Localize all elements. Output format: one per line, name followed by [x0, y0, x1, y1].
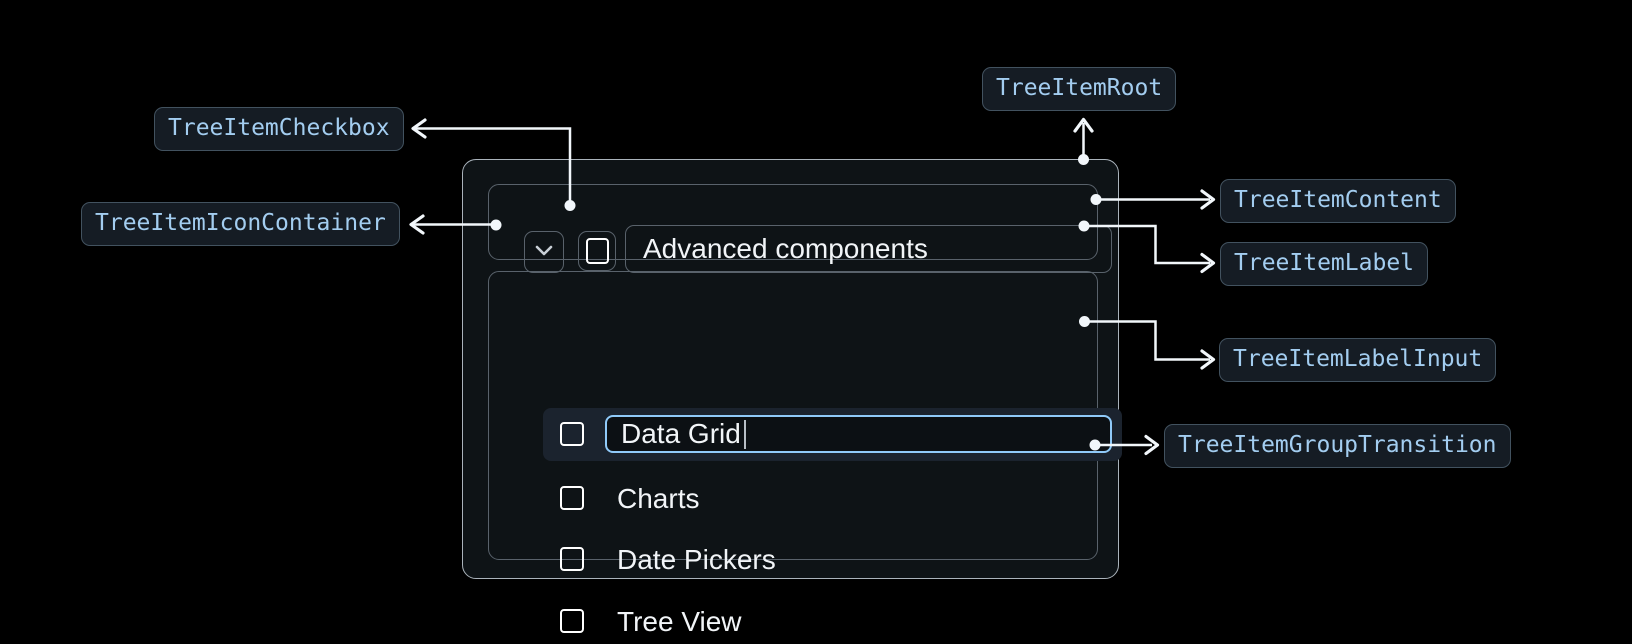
- callout-tree-item-label-input: TreeItemLabelInput: [1219, 338, 1497, 382]
- callout-tree-item-label: TreeItemLabel: [1220, 242, 1429, 286]
- row-checkbox[interactable]: [560, 422, 584, 446]
- callout-tree-item-group-transition: TreeItemGroupTransition: [1164, 424, 1511, 468]
- parent-label: Advanced components: [643, 233, 928, 264]
- tree-item-label-input[interactable]: Data Grid: [605, 415, 1112, 453]
- row-checkbox[interactable]: [560, 547, 584, 571]
- tree-row-label[interactable]: Date Pickers: [617, 544, 776, 575]
- arrowhead-left-checkbox: [411, 118, 427, 139]
- arrowhead-right-label: [1200, 252, 1216, 274]
- chevron-down-icon: [535, 243, 553, 261]
- arrowhead-left-icon-container: [409, 214, 425, 235]
- tree-item-icon-container[interactable]: [524, 231, 564, 273]
- tree-item-label[interactable]: Advanced components: [625, 225, 1112, 273]
- callout-tree-item-checkbox: TreeItemCheckbox: [154, 107, 404, 151]
- label-input-value: Data Grid: [621, 418, 741, 449]
- tree-item-root: Advanced components Data Grid Charts Dat…: [462, 159, 1122, 637]
- arrowhead-up-root: [1073, 117, 1094, 133]
- text-caret: [743, 419, 747, 449]
- callout-tree-item-icon-container: TreeItemIconContainer: [81, 202, 400, 246]
- tree-item-content[interactable]: Advanced components: [488, 184, 1112, 273]
- callout-tree-item-content: TreeItemContent: [1220, 179, 1456, 223]
- arrowhead-right-label-input: [1200, 349, 1216, 370]
- tree-item-group-transition: Data Grid Charts Date Pickers Tree View: [488, 271, 1122, 637]
- tree-row-label[interactable]: Charts: [617, 483, 700, 514]
- callout-tree-item-root: TreeItemRoot: [982, 67, 1177, 111]
- arrowhead-right-group-transition: [1144, 434, 1160, 456]
- checkbox-unchecked-icon: [585, 238, 609, 264]
- tree-row-label[interactable]: Tree View: [617, 606, 742, 637]
- row-checkbox[interactable]: [560, 609, 584, 633]
- row-checkbox[interactable]: [560, 486, 584, 510]
- arrowhead-right-content: [1200, 189, 1216, 210]
- tree-item-checkbox[interactable]: [578, 231, 616, 271]
